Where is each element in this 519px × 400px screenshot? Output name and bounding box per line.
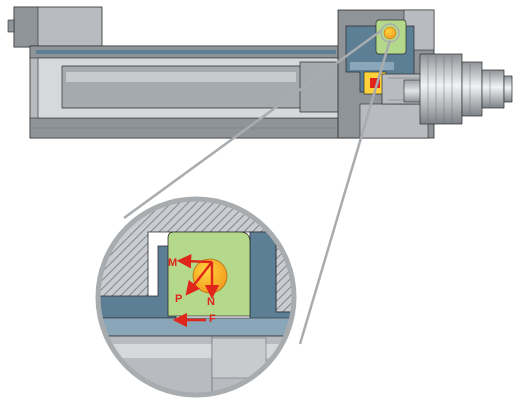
force-label-n: N xyxy=(207,296,215,308)
callout-source-ring xyxy=(380,23,400,43)
force-label-m: M xyxy=(168,257,177,269)
cylinder-assembly xyxy=(7,6,513,139)
piston-rod xyxy=(61,61,353,113)
force-label-f: F xyxy=(209,313,216,325)
left-end-block-face xyxy=(13,6,39,48)
callout-line-right xyxy=(298,39,392,345)
seal-ball xyxy=(383,26,397,40)
zoom-frame xyxy=(95,196,297,398)
tube-strip xyxy=(36,50,336,54)
force-label-p: P xyxy=(175,293,182,305)
seal-ring-inner xyxy=(370,78,380,88)
zoom-detail: M N P F xyxy=(95,196,297,398)
gland-housing-lower xyxy=(359,103,429,139)
force-arrow-m xyxy=(176,254,213,269)
callout-line-left xyxy=(123,28,383,220)
callout-lines xyxy=(123,28,392,345)
threaded-fitting xyxy=(419,53,513,125)
piston-rod-highlight xyxy=(66,72,296,82)
force-arrows xyxy=(172,254,220,328)
left-stub xyxy=(7,19,15,33)
gland-body-light xyxy=(350,62,394,70)
force-arrow-p xyxy=(185,261,213,296)
